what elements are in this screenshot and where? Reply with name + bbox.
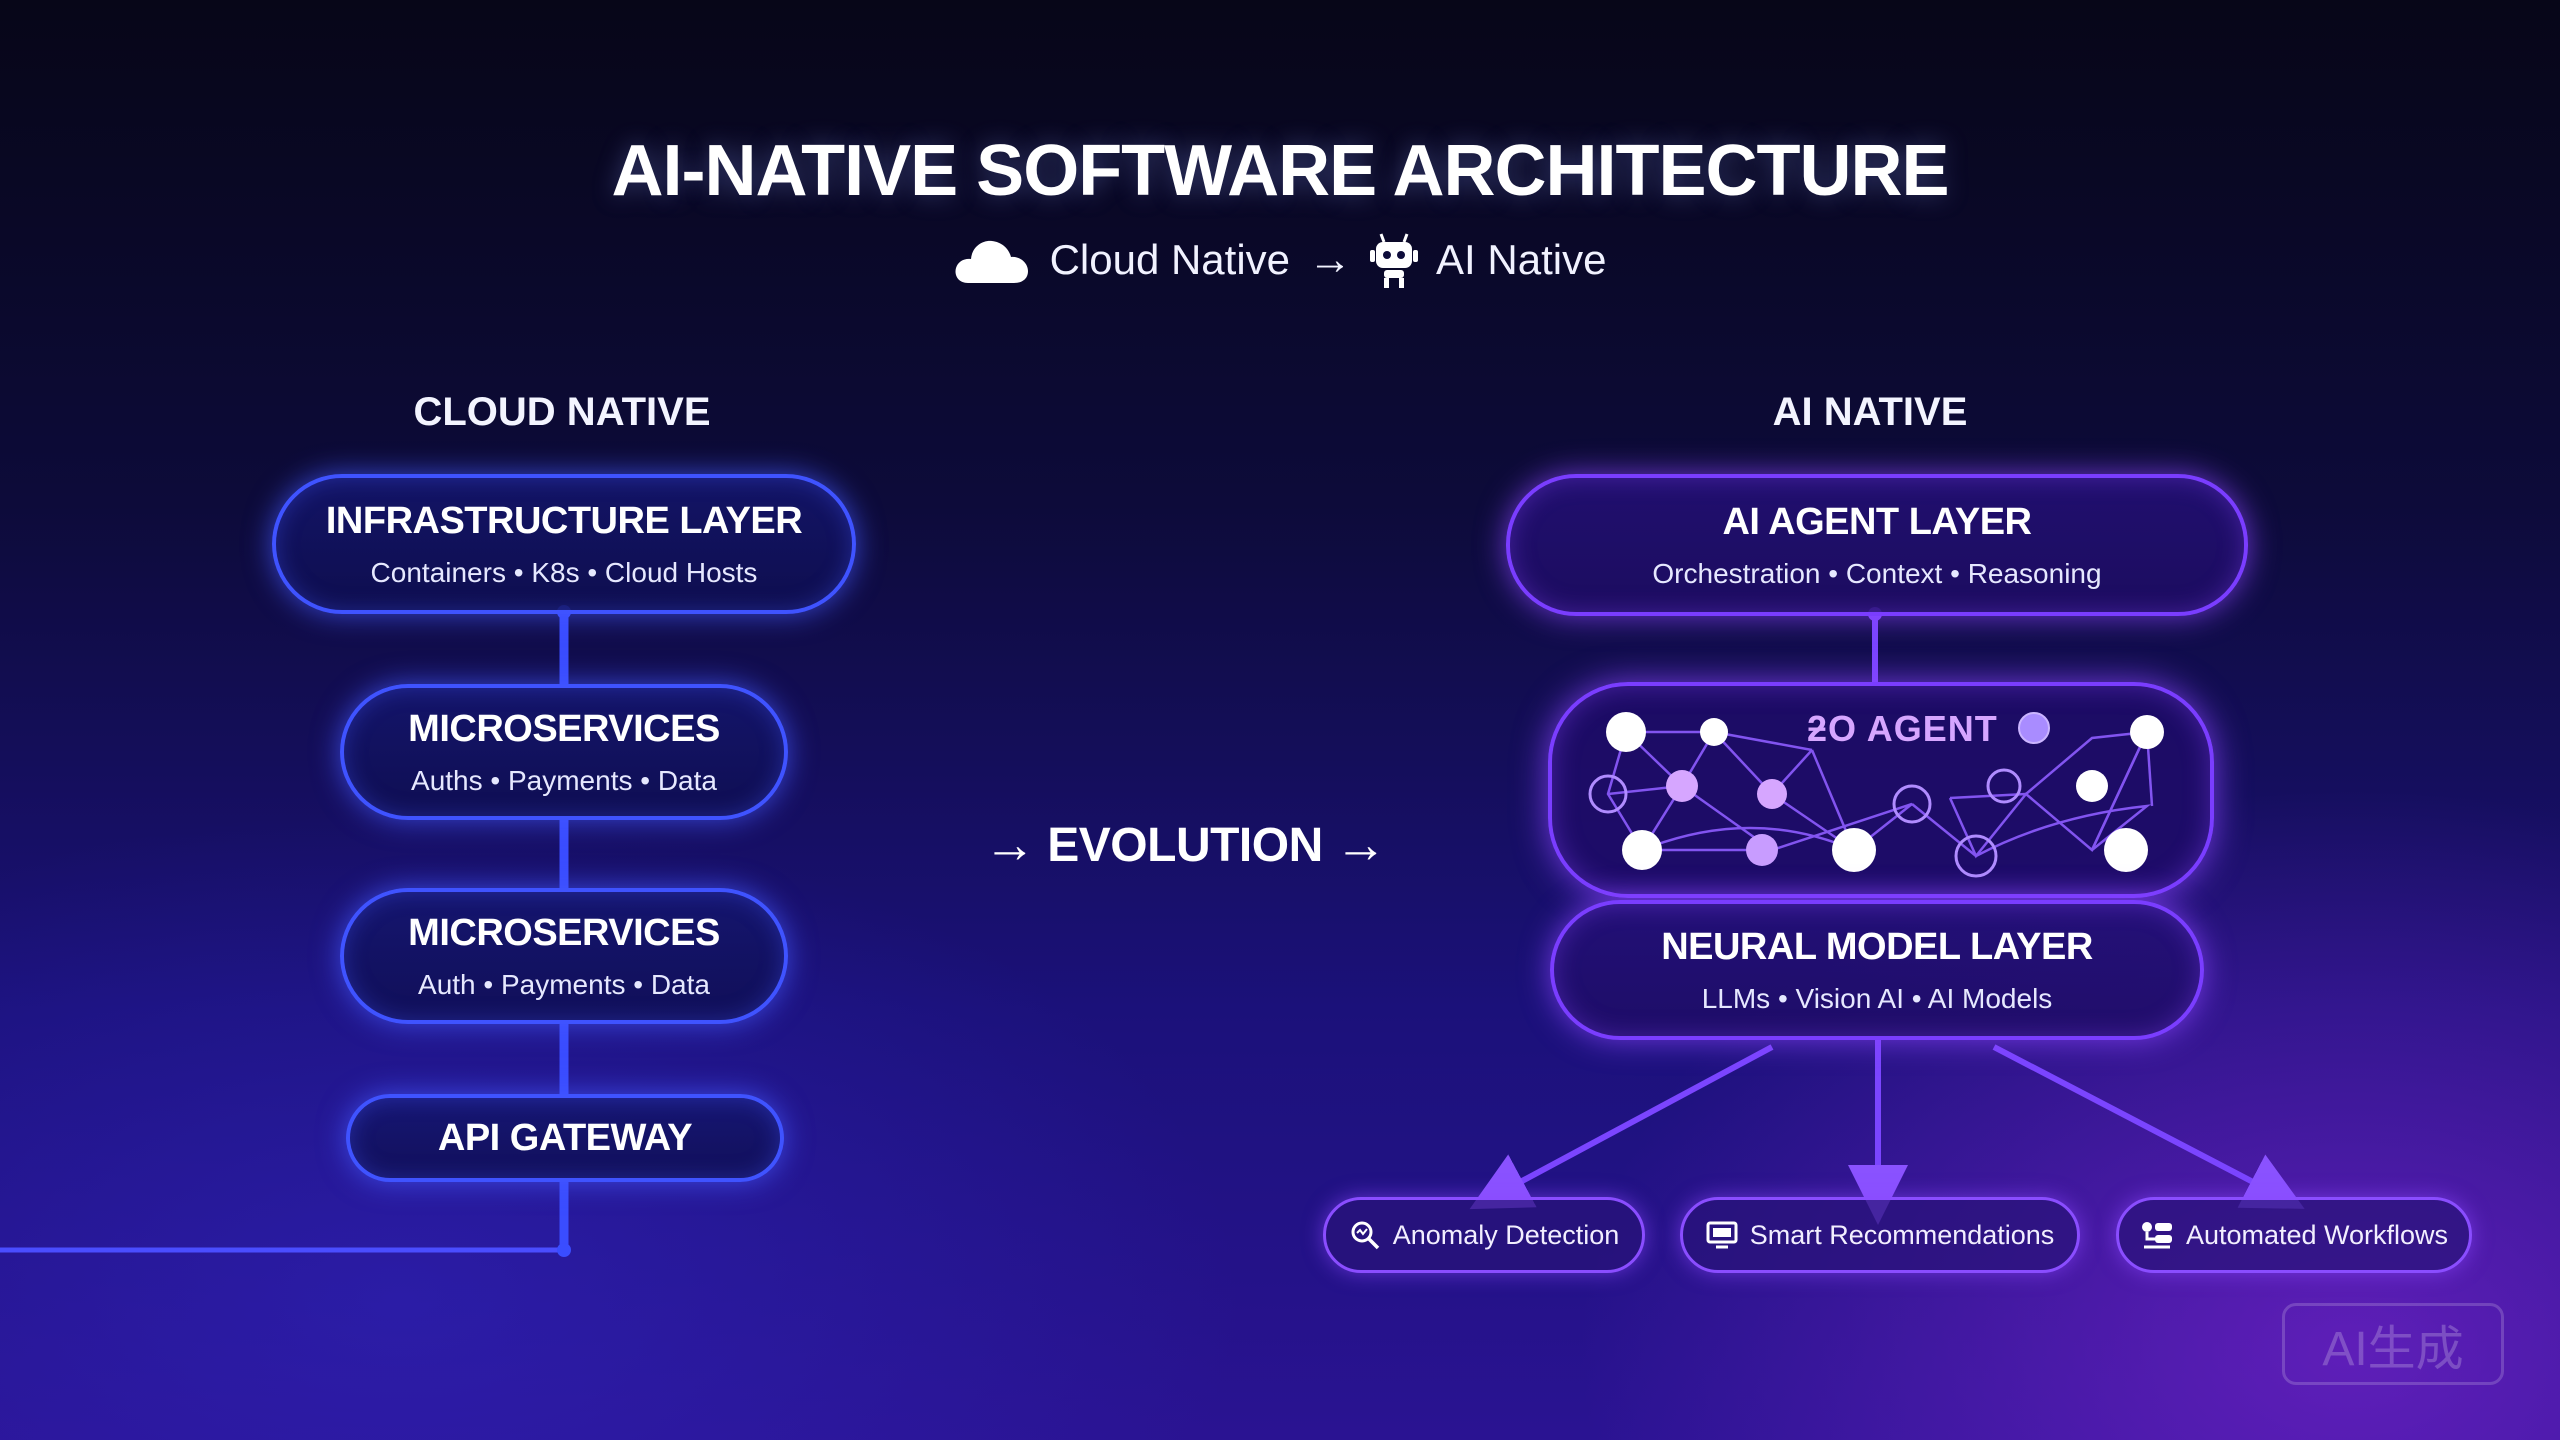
- connector-dot: [557, 1243, 571, 1257]
- agent-network-panel: ƻO AGENT: [1548, 682, 2214, 898]
- subtitle-arrow: →: [1308, 235, 1353, 284]
- layer-subtitle: Auths • Payments • Data: [411, 764, 717, 796]
- neural-model-layer-card: NEURAL MODEL LAYER LLMs • Vision AI • AI…: [1550, 900, 2204, 1040]
- cloud-icon: [955, 240, 1028, 283]
- output-label: Anomaly Detection: [1392, 1219, 1620, 1250]
- evolution-arrow-left: →: [983, 816, 1036, 874]
- layer-title: AI AGENT LAYER: [1722, 500, 2032, 543]
- arrow-to-workflows: [1992, 1044, 2305, 1209]
- layer-title: MICROSERVICES: [408, 707, 720, 750]
- output-label: Automated Workflows: [2185, 1219, 2449, 1250]
- microservices-card-1: MICROSERVICES Auths • Payments • Data: [340, 684, 788, 820]
- ai-agent-layer-card: AI AGENT LAYER Orchestration • Context •…: [1506, 474, 2248, 616]
- layer-title: MICROSERVICES: [408, 911, 720, 954]
- network-nodes: [1588, 712, 2164, 878]
- infrastructure-layer-card: INFRASTRUCTURE LAYER Containers • K8s • …: [272, 474, 856, 614]
- subtitle-from: Cloud Native: [1049, 236, 1291, 283]
- cloud-native-heading: CLOUD NATIVE: [413, 390, 711, 434]
- subtitle-to: AI Native: [1436, 236, 1607, 283]
- robot-icon: [1370, 233, 1419, 288]
- page-subtitle: Cloud Native → AI Native: [0, 232, 2560, 288]
- output-anomaly-detection: Anomaly Detection: [1323, 1197, 1645, 1273]
- page-title: AI-NATIVE SOFTWARE ARCHITECTURE: [611, 131, 1950, 211]
- output-automated-workflows: Automated Workflows: [2116, 1197, 2472, 1273]
- output-label: Smart Recommendations: [1749, 1219, 2055, 1250]
- evolution-arrow-right: →: [1334, 816, 1387, 874]
- microservices-card-2: MICROSERVICES Auth • Payments • Data: [340, 888, 788, 1024]
- ai-generated-watermark: AI生成: [2282, 1303, 2504, 1385]
- evolution-label: → EVOLUTION →: [975, 815, 1395, 875]
- layer-subtitle: Auth • Payments • Data: [418, 968, 710, 1000]
- layer-title: API GATEWAY: [437, 1116, 693, 1159]
- neural-network-graphic: [1588, 712, 2164, 878]
- layer-subtitle: LLMs • Vision AI • AI Models: [1701, 982, 2053, 1014]
- workflow-icon: [2141, 1222, 2172, 1249]
- ai-native-heading: AI NATIVE: [1772, 390, 1968, 434]
- output-smart-recommendations: Smart Recommendations: [1680, 1197, 2080, 1273]
- monitor-icon: [1706, 1221, 1738, 1249]
- layer-title: NEURAL MODEL LAYER: [1661, 925, 2093, 968]
- network-agent-label: ƻO AGENT: [1807, 708, 1998, 749]
- layer-subtitle: Containers • K8s • Cloud Hosts: [370, 556, 758, 588]
- api-gateway-card: API GATEWAY: [346, 1094, 784, 1182]
- arrow-to-anomaly: [1469, 1044, 1774, 1210]
- magnifier-icon: [1351, 1221, 1379, 1250]
- evolution-text: EVOLUTION: [1047, 818, 1323, 872]
- layer-title: INFRASTRUCTURE LAYER: [325, 499, 803, 542]
- layer-subtitle: Orchestration • Context • Reasoning: [1652, 557, 2102, 589]
